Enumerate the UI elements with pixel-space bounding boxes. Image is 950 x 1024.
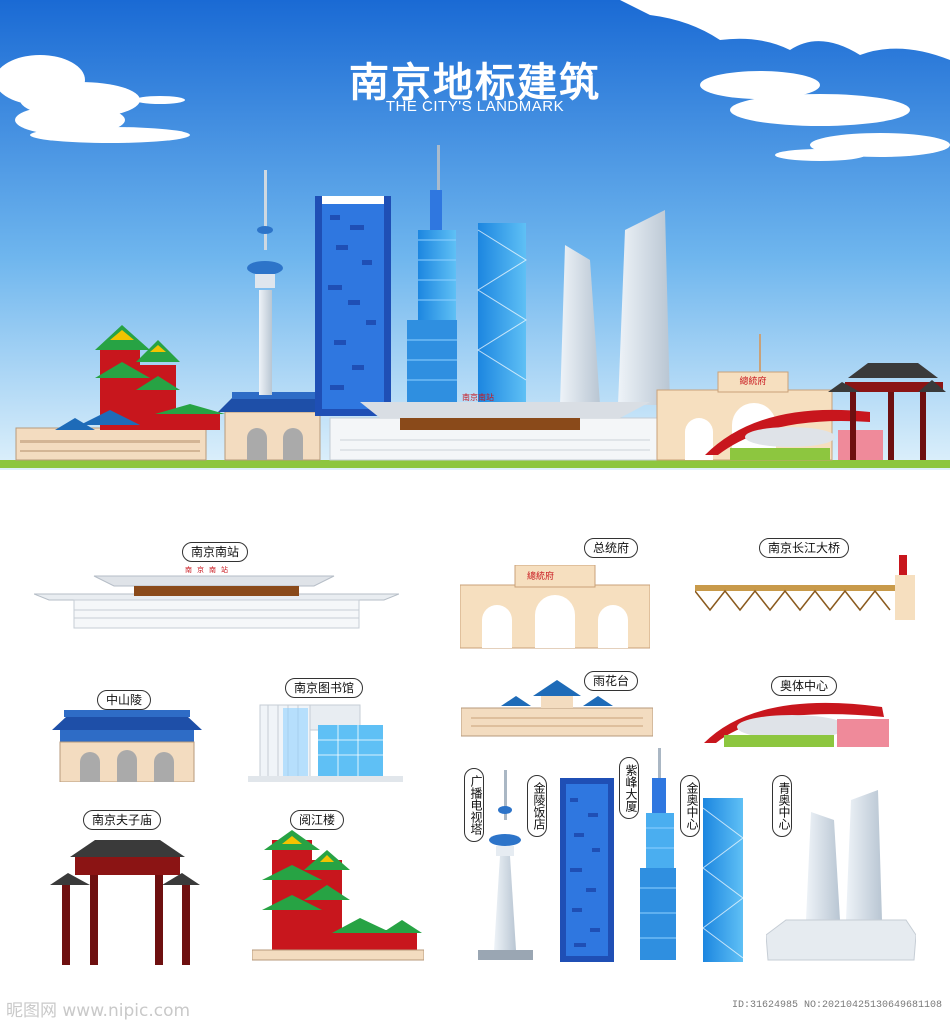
skyline-banner: 南京南站 總統府 南京地标建筑 THE CITY'S LANDM (0, 0, 950, 470)
label-presidential-palace: 总统府 (583, 538, 639, 558)
cloud-left (0, 55, 190, 143)
label-south-station: 南京南站 (181, 542, 249, 562)
yangtze-bridge-illustration (695, 555, 915, 620)
banner-palace-sign: 總統府 (739, 375, 766, 387)
label-jinao-center: 金奥中心 (680, 775, 700, 837)
jinling-hotel-illustration (560, 778, 614, 962)
banner-station-sign: 南京南站 (462, 392, 494, 402)
library-illustration (248, 704, 403, 782)
skyline-illustration: 南京南站 總統府 (0, 0, 950, 470)
yuhuatai-illustration (461, 680, 653, 737)
youth-olympic-center-illustration (766, 790, 916, 961)
olympic-center-illustration (704, 702, 889, 747)
olympic-center-banner (705, 409, 883, 460)
label-yuejiang-tower: 阅江楼 (289, 810, 345, 830)
south-station-roof-sign: 南京南站 (185, 566, 233, 574)
label-yangtze-bridge: 南京长江大桥 (758, 538, 850, 558)
mausoleum-illustration (52, 710, 202, 782)
jinao-center-illustration (703, 798, 743, 962)
label-confucius-temple: 南京夫子庙 (82, 810, 162, 830)
tv-tower-banner (247, 170, 283, 395)
zifeng-tower-banner (407, 145, 457, 405)
page-subtitle: THE CITY'S LANDMARK (385, 98, 565, 115)
tv-tower-illustration (478, 770, 533, 960)
confucius-gate-illustration (50, 840, 200, 965)
south-station-banner (329, 402, 661, 461)
label-tv-tower: 广播电视塔 (464, 768, 484, 842)
youth-olympic-center-banner (560, 210, 670, 405)
cloud-right (620, 0, 950, 161)
label-nanjing-library: 南京图书馆 (284, 678, 364, 698)
watermark: 昵图网 www.nipic.com (6, 1001, 191, 1021)
confucius-gate-banner (828, 363, 946, 460)
yuejiang-tower-illustration (252, 830, 424, 961)
label-olympic-center: 奥体中心 (770, 676, 838, 696)
image-id: ID:31624985 NO:20210425130649681108 (731, 1000, 942, 1011)
presidential-palace-roof-sign: 總統府 (527, 572, 555, 582)
zifeng-tower-illustration (640, 748, 676, 960)
label-zifeng-tower: 紫峰大厦 (619, 757, 639, 819)
label-yuhuatai: 雨花台 (583, 671, 639, 691)
page-title: 南京地标建筑 (349, 60, 601, 106)
label-sun-yatsen-mausoleum: 中山陵 (96, 690, 152, 710)
jinling-hotel-banner (315, 196, 391, 416)
ground (0, 460, 950, 468)
yuejiang-tower-banner (55, 325, 225, 430)
label-jinling-hotel: 金陵饭店 (527, 775, 547, 837)
south-station-illustration (34, 575, 399, 629)
presidential-palace-illustration (460, 565, 650, 649)
jinao-center-banner (477, 223, 527, 403)
label-youth-olympic-center: 青奥中心 (772, 775, 792, 837)
